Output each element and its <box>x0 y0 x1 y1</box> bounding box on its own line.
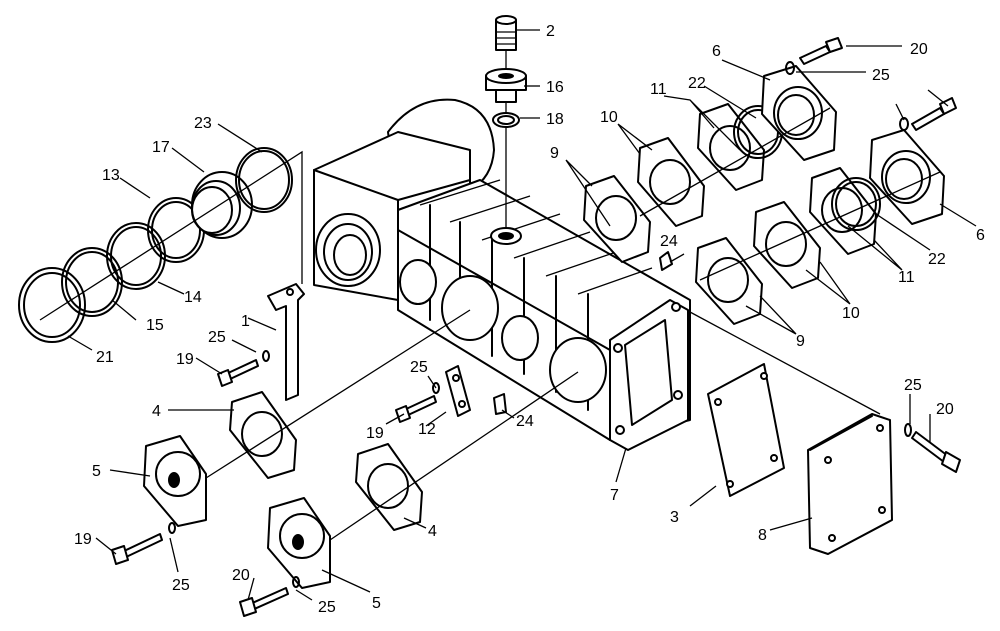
callout-22-lower: 22 <box>928 251 946 268</box>
callout-17: 17 <box>152 139 170 156</box>
callout-4-lower: 4 <box>428 523 437 540</box>
callout-25-lower-left: 25 <box>172 577 190 594</box>
callout-25-lower: 25 <box>318 599 336 616</box>
o-ring-22-lower <box>831 177 881 231</box>
callout-12: 12 <box>418 421 436 438</box>
gasket-11-lower <box>809 167 877 255</box>
callout-20-top: 20 <box>910 41 928 58</box>
gasket-10-lower <box>753 201 821 289</box>
callout-9-upper: 9 <box>550 145 559 162</box>
callout-25-mid: 25 <box>410 359 428 376</box>
callout-10-upper: 10 <box>600 109 618 126</box>
callout-1: 1 <box>241 313 250 330</box>
right-gaskets <box>583 65 945 325</box>
callout-7: 7 <box>610 487 619 504</box>
callout-11-lower: 11 <box>898 269 915 286</box>
callout-6-upper: 6 <box>712 43 721 60</box>
ring-15 <box>61 247 123 317</box>
leader-lines <box>67 29 977 601</box>
callout-25-right: 25 <box>904 377 922 394</box>
snap-ring-21 <box>18 267 86 343</box>
ring-stack-left <box>18 147 303 343</box>
callout-19-mid: 19 <box>366 425 384 442</box>
callout-24-lower: 24 <box>516 413 534 430</box>
axis-cover <box>689 311 881 415</box>
bracket-part-1 <box>267 283 305 401</box>
plug-24-upper <box>659 251 673 271</box>
cover-gasket-3 <box>707 363 785 497</box>
callout-15: 15 <box>146 317 164 334</box>
gasket-9-lower <box>695 237 763 325</box>
callout-6-lower: 6 <box>976 227 985 244</box>
callout-14: 14 <box>184 289 202 306</box>
callout-25-top: 25 <box>872 67 890 84</box>
callout-labels: 1 2 3 4 4 5 5 6 6 7 8 9 9 10 10 11 11 12… <box>74 23 985 616</box>
gasket-4-upper <box>229 391 297 479</box>
callout-5-lower: 5 <box>372 595 381 612</box>
callout-4-left: 4 <box>152 403 161 420</box>
callout-2: 2 <box>546 23 555 40</box>
callout-5-left: 5 <box>92 463 101 480</box>
callout-19-lower: 19 <box>74 531 92 548</box>
callout-22-upper: 22 <box>688 75 706 92</box>
top-fittings <box>485 15 527 228</box>
main-housing <box>313 98 691 451</box>
callout-8: 8 <box>758 527 767 544</box>
callout-23: 23 <box>194 115 212 132</box>
cover-plate-8 <box>807 413 893 555</box>
callout-16: 16 <box>546 79 564 96</box>
callout-19-left: 19 <box>176 351 194 368</box>
ring-14 <box>106 222 166 290</box>
callout-13: 13 <box>102 167 120 184</box>
callout-18: 18 <box>546 111 564 128</box>
callout-25-left: 25 <box>208 329 226 346</box>
callout-3: 3 <box>670 509 679 526</box>
o-ring-23 <box>235 147 293 213</box>
clamp-12 <box>445 365 471 417</box>
bolts-left <box>111 350 440 617</box>
callout-20-right: 20 <box>936 401 954 418</box>
callout-21: 21 <box>96 349 114 366</box>
left-front-flanges <box>143 309 579 589</box>
gasket-4-lower <box>355 443 423 531</box>
gasket-9-upper <box>583 175 651 263</box>
callout-9-lower: 9 <box>796 333 805 350</box>
callout-20-lower: 20 <box>232 567 250 584</box>
callout-11-upper: 11 <box>650 81 667 98</box>
gasket-11-upper <box>697 103 765 191</box>
callout-24-upper: 24 <box>660 233 678 250</box>
callout-10-lower: 10 <box>842 305 860 322</box>
gasket-10-upper <box>637 137 705 227</box>
